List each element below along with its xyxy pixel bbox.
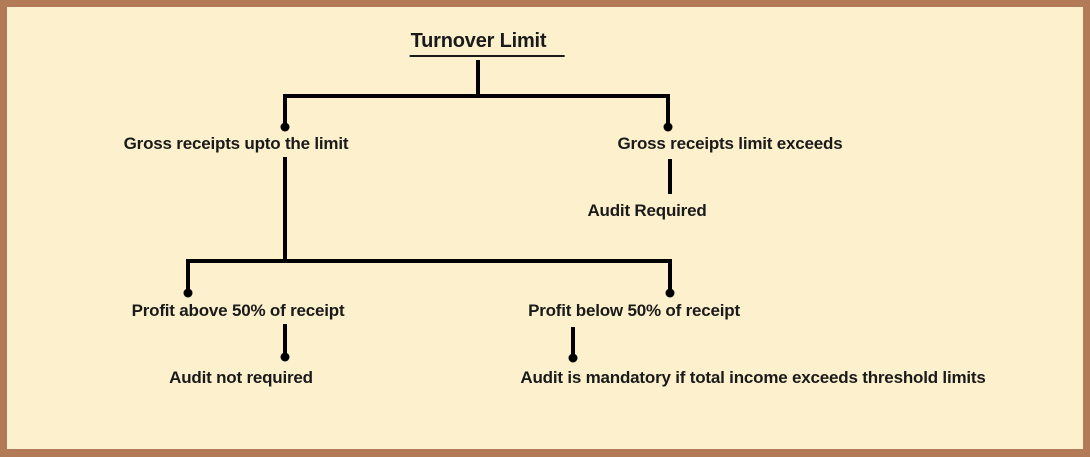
node-audit-required: Audit Required	[587, 201, 707, 220]
endpoint-dot	[665, 288, 675, 298]
node-profit-below-50: Profit below 50% of receipt	[528, 301, 740, 320]
node-turnover-limit: Turnover Limit	[409, 30, 565, 57]
connector-level1-split	[283, 94, 670, 125]
endpoint-dot	[663, 122, 673, 132]
endpoint-dot	[568, 353, 578, 363]
node-audit-mandatory: Audit is mandatory if total income excee…	[520, 368, 986, 387]
endpoint-dot	[183, 288, 193, 298]
flowchart-canvas	[7, 7, 1083, 449]
endpoint-dot	[280, 352, 290, 362]
connector-level2-split	[186, 259, 672, 290]
node-gross-receipts-upto-limit: Gross receipts upto the limit	[123, 134, 349, 153]
node-audit-not-required: Audit not required	[169, 368, 313, 387]
node-gross-receipts-limit-exceeds: Gross receipts limit exceeds	[617, 134, 843, 153]
endpoint-dot	[280, 122, 290, 132]
node-profit-above-50: Profit above 50% of receipt	[131, 301, 345, 320]
node-turnover-limit-label: Turnover Limit	[409, 30, 565, 57]
